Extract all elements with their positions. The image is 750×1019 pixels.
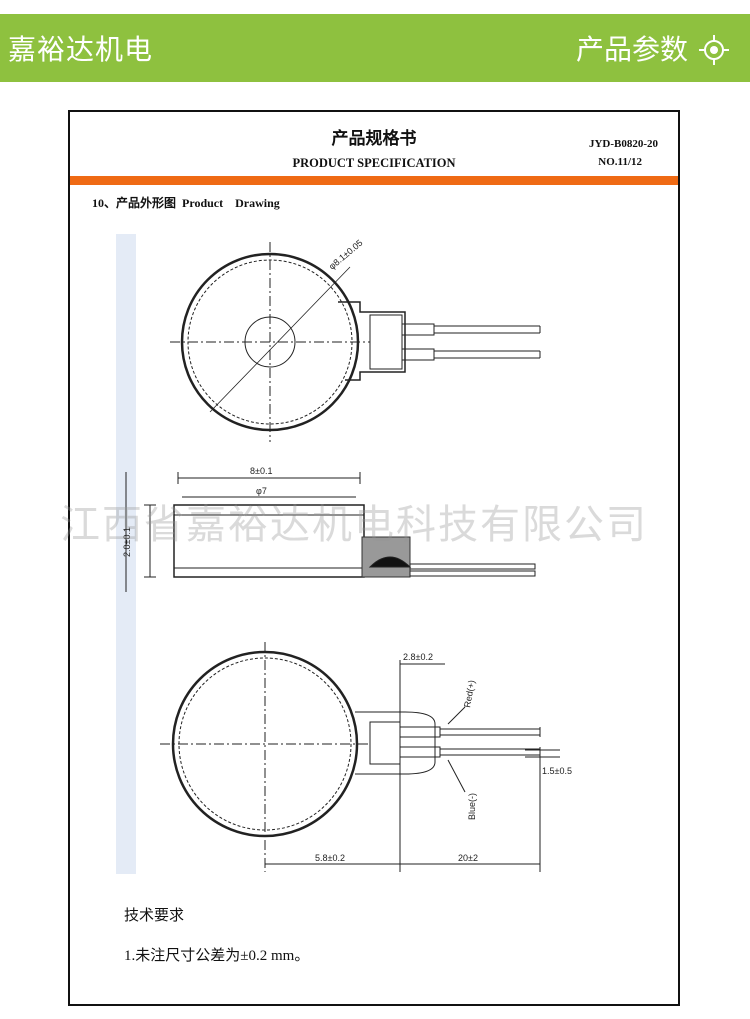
red-lead-label: Red(+) [462, 679, 477, 708]
target-icon [699, 35, 729, 65]
top-view-dimension: φ8.1±0.05 [327, 238, 365, 272]
wire-end-dimension: 1.5±0.5 [542, 766, 572, 776]
body-to-lead-dimension: 5.8±0.2 [315, 853, 345, 863]
lead-offset-dimension: 2.8±0.2 [403, 652, 433, 662]
section-title: 产品参数 [575, 33, 688, 66]
height-dimension: 2.0±0.1 [122, 527, 132, 557]
brand-name: 嘉裕达机电 [8, 33, 154, 66]
top-view [170, 242, 541, 442]
sheet-title-en: PRODUCT SPECIFICATION [292, 156, 456, 170]
inner-diameter-dimension: φ7 [256, 486, 267, 496]
watermark: 江西省嘉裕达机电科技有限公司 [60, 502, 648, 548]
sheet-title-cn: 产品规格书 [331, 129, 417, 149]
blue-lead-label: Blue(-) [467, 793, 477, 820]
doc-number: NO.11/12 [598, 156, 642, 168]
bottom-view [160, 642, 560, 872]
section-heading: 10、产品外形图 Product Drawing [92, 196, 280, 210]
header-bar: 嘉裕达机电 产品参数 [0, 14, 750, 82]
product-drawing: φ8.1±0.05 8±0.1 φ7 2.0±0.1 [122, 238, 572, 872]
outer-width-dimension: 8±0.1 [250, 466, 272, 476]
lead-length-dimension: 20±2 [458, 853, 478, 863]
requirements-title: 技术要求 [124, 906, 185, 924]
doc-code: JYD-B0820-20 [588, 138, 658, 150]
side-view [125, 472, 536, 592]
requirement-item: 1.未注尺寸公差为±0.2 mm。 [124, 948, 310, 964]
spec-sheet: 产品规格书 PRODUCT SPECIFICATION JYD-B0820-20… [68, 110, 680, 1006]
accent-divider [70, 176, 678, 185]
